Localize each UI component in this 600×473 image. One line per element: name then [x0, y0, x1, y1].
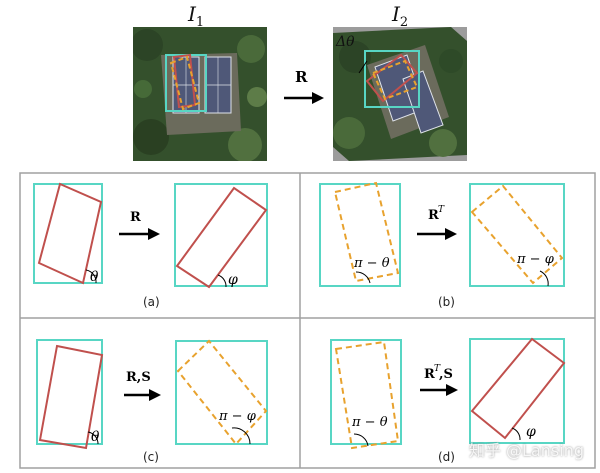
panel-a	[33, 182, 268, 289]
panel-c-right-angle-arc	[231, 427, 251, 445]
panel-c-right-box	[176, 339, 268, 446]
panel-a-angle-right: φ	[228, 272, 238, 288]
dashed-box-i2	[371, 59, 419, 101]
panel-b-left-box	[333, 181, 400, 283]
delta-theta-label: Δθ	[336, 34, 355, 50]
watermark: 知乎 @Lansing	[468, 441, 584, 460]
panel-c-arrow-label: R,S	[126, 370, 151, 385]
panel-d-right-angle-arc	[511, 427, 521, 441]
panel-a-right-frame	[174, 183, 268, 287]
rotated-box-i1	[172, 53, 197, 109]
panel-b-left-angle-arc	[355, 271, 371, 284]
panel-a-arrow-head	[148, 228, 160, 240]
panel-d-right-frame	[469, 338, 565, 444]
panel-d-left-angle-arc	[353, 433, 369, 447]
top-arrow	[284, 92, 324, 104]
panel-b-right-angle-arc	[539, 270, 549, 287]
panel-d-arrow-label-suffix: ,S	[439, 367, 453, 382]
delta-theta-mark	[358, 60, 368, 74]
image1-title-sub: 1	[195, 15, 205, 30]
panel-d-arrow-label: R	[424, 367, 435, 382]
panel-b	[319, 181, 565, 287]
panel-c-left-box	[38, 344, 104, 450]
panel-d-caption: (d)	[438, 450, 455, 464]
dashed-box-i1	[169, 55, 201, 111]
panel-a-left-frame	[33, 183, 103, 284]
panel-b-arrow-label: R	[428, 208, 439, 223]
image2-title-sub: 2	[399, 15, 409, 30]
panel-d-left-box	[334, 340, 400, 450]
panel-d	[330, 337, 566, 450]
panel-a-left-box	[37, 182, 103, 285]
panel-c-angle-right: π − φ	[218, 409, 257, 424]
image2-title: I2	[392, 2, 408, 30]
panel-c	[36, 339, 268, 450]
image2-title-letter: I	[392, 2, 400, 26]
panel-d-angle-right: φ	[526, 424, 536, 440]
rotated-box-i2	[365, 53, 419, 103]
aerial-image-i1	[133, 27, 267, 161]
aerial-image-i2	[333, 27, 467, 161]
panel-b-arrow-head	[445, 228, 457, 240]
panel-c-angle-left: θ	[91, 429, 100, 445]
panel-d-left-frame	[330, 339, 402, 445]
top-arrow-label: R	[295, 68, 308, 86]
panel-c-left-frame	[36, 339, 103, 445]
panel-d-right-box	[470, 337, 566, 440]
horizontal-box-i2	[364, 50, 420, 108]
grid-frame	[19, 172, 596, 469]
panel-b-left-frame	[319, 183, 401, 287]
panel-b-angle-left: π − θ	[353, 256, 390, 271]
image1-title-letter: I	[188, 2, 196, 26]
panel-c-left-angle-arc	[87, 431, 99, 445]
image1-title: I1	[188, 2, 204, 30]
panel-d-angle-left: π − θ	[351, 415, 388, 430]
panel-b-right-frame	[469, 183, 565, 287]
panel-c-right-frame	[175, 340, 268, 445]
panel-a-right-angle-arc	[217, 274, 227, 288]
panel-d-arrow-head	[446, 384, 458, 396]
panel-a-angle-left: θ	[90, 269, 99, 285]
panel-b-angle-right: π − φ	[516, 252, 555, 267]
panel-c-arrow-head	[149, 389, 161, 401]
panel-b-arrow-sup: T	[438, 205, 445, 215]
panel-a-arrow-label: R	[130, 210, 141, 225]
panel-a-caption: (a)	[143, 295, 160, 309]
panel-a-left-angle-arc	[85, 269, 97, 284]
panel-a-right-box	[175, 186, 268, 289]
panel-c-caption: (c)	[143, 450, 159, 464]
panel-b-right-box	[470, 184, 564, 285]
panel-d-arrow-sup: T	[434, 364, 441, 374]
panel-b-caption: (b)	[438, 295, 455, 309]
